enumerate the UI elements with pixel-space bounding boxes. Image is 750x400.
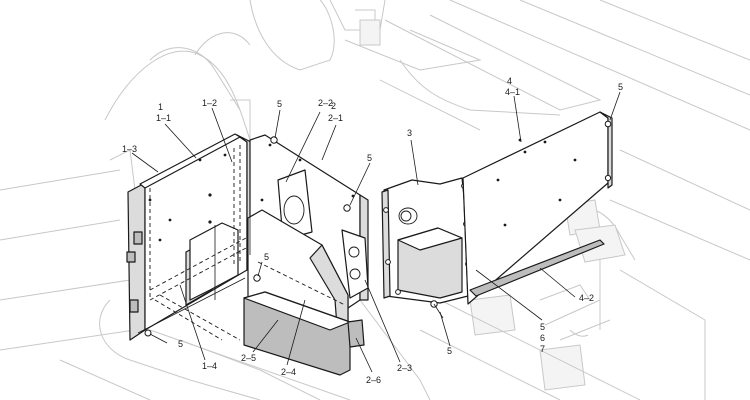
bolt-5-e [604,120,612,128]
part-2-center-panel [243,134,369,376]
label-2-1: 2–1 [328,113,343,123]
label-2-2: 2–2 [318,98,333,108]
label-3: 3 [407,128,412,138]
part-4-right-panel [462,111,613,305]
bolt-5-b [343,204,351,212]
label-4: 4 [507,76,512,86]
label-2-4: 2–4 [281,367,296,377]
panel-inner-step [189,222,239,301]
label-6: 6 [540,333,545,343]
bolt-5-a [270,136,278,144]
panel-4-2-rail [469,239,605,297]
label-1-1: 1–1 [156,113,171,123]
panel-2-6-pad [347,319,365,348]
label-2-6: 2–6 [366,375,381,385]
callout-labels: 1 1–1 1–2 1–3 1–4 2–2 2 2–1 2–3 2–4 2–5 … [122,76,623,385]
label-2-5: 2–5 [241,353,256,363]
label-4-1: 4–1 [505,87,520,97]
label-2-3: 2–3 [397,363,412,373]
label-7: 7 [540,344,545,354]
label-5-e: 5 [618,82,623,92]
panel-2-2-hole [283,195,305,225]
duct-3-box-top [397,227,463,251]
label-5-c: 5 [178,339,183,349]
panel-4-1-flange [599,111,613,189]
bolt-5-c [144,329,152,337]
label-2: 2 [331,101,336,111]
panel-1-3-top-lip [139,133,241,189]
part-1-left-panel [126,133,256,341]
label-4-2: 4–2 [579,293,594,303]
label-1: 1 [158,102,163,112]
label-5-b: 5 [367,153,372,163]
label-1-2: 1–2 [202,98,217,108]
label-1-4: 1–4 [202,361,217,371]
bolt-5-d [253,274,261,282]
duct-3-side [381,189,391,299]
label-5-g: 5 [540,322,545,332]
label-5-d: 5 [264,252,269,262]
label-5-f: 5 [447,346,452,356]
label-1-3: 1–3 [122,144,137,154]
leader-lines [131,91,621,373]
label-5-a: 5 [277,99,282,109]
part-3-duct-cover [381,177,471,319]
